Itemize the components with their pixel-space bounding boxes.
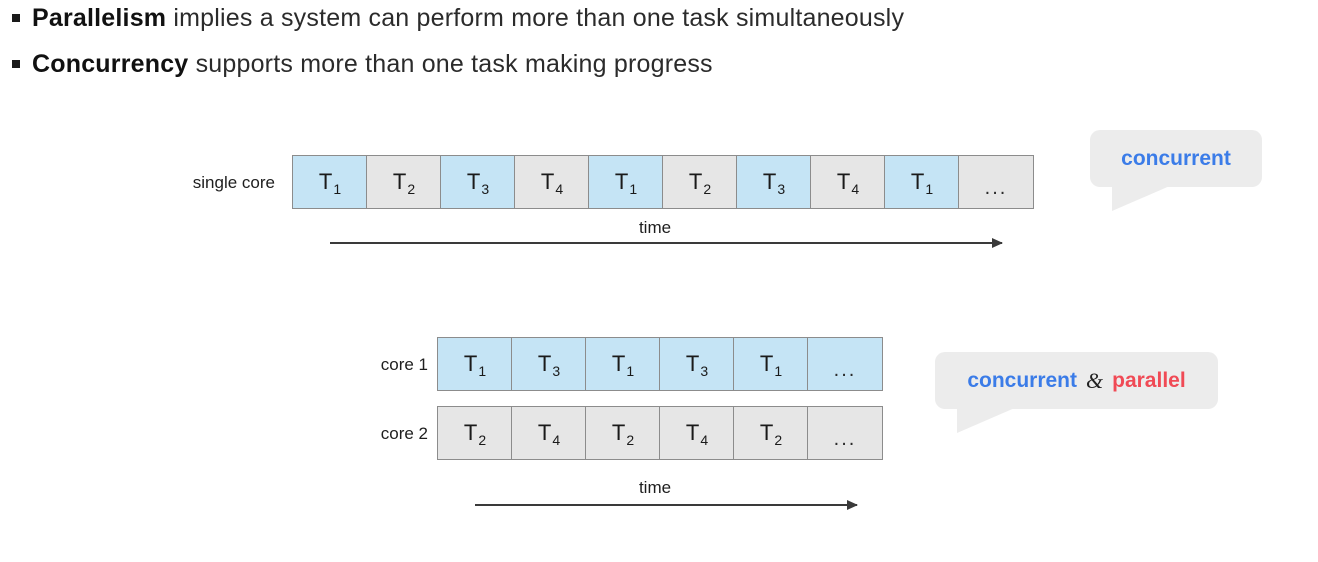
bullet-item-parallelism: Parallelism implies a system can perform… xyxy=(0,4,1318,50)
task-letter: T xyxy=(910,169,925,194)
task-letter: T xyxy=(762,169,777,194)
single-core-label: single core xyxy=(192,173,275,192)
task-index: 2 xyxy=(703,181,712,197)
callout-tail-icon xyxy=(957,407,1017,433)
task-index: 4 xyxy=(552,432,561,448)
task-letter: T xyxy=(614,169,629,194)
bullet-text: Parallelism implies a system can perform… xyxy=(32,4,904,33)
task-letter: T xyxy=(759,351,774,376)
task-index: 4 xyxy=(555,181,564,197)
task-index: 4 xyxy=(851,181,860,197)
task-index: 4 xyxy=(700,432,709,448)
task-index: 1 xyxy=(478,363,487,379)
arrow-head-icon xyxy=(847,500,858,510)
timeline-cell-ellipsis: ... xyxy=(808,338,882,390)
task-index: 3 xyxy=(700,363,709,379)
task-letter: T xyxy=(537,351,552,376)
callout-ampersand: & xyxy=(1086,367,1104,393)
task-index: 3 xyxy=(552,363,561,379)
bullet-rest-text: implies a system can perform more than o… xyxy=(166,4,905,32)
core-2-label: core 2 xyxy=(380,424,428,443)
task-index: 1 xyxy=(629,181,638,197)
task-letter: T xyxy=(685,351,700,376)
task-letter: T xyxy=(759,420,774,445)
task-letter: T xyxy=(685,420,700,445)
task-letter: T xyxy=(688,169,703,194)
timeline-cell-ellipsis: ... xyxy=(959,156,1033,208)
timeline-cell-ellipsis: ... xyxy=(808,407,882,459)
callout-parallel-text: parallel xyxy=(1112,368,1186,392)
task-letter: T xyxy=(611,420,626,445)
task-letter: T xyxy=(318,169,333,194)
task-index: 2 xyxy=(626,432,635,448)
task-index: 2 xyxy=(774,432,783,448)
task-index: 2 xyxy=(478,432,487,448)
callout-concurrent: concurrent xyxy=(1090,130,1262,211)
single-core-time-arrow xyxy=(330,238,1003,248)
bullet-lead-term: Concurrency xyxy=(32,50,189,78)
single-core-time-label: time xyxy=(638,218,672,237)
square-bullet-icon xyxy=(12,60,20,68)
task-letter: T xyxy=(611,351,626,376)
callout-concurrent-text: concurrent xyxy=(1121,146,1231,170)
task-index: 3 xyxy=(777,181,786,197)
task-letter: T xyxy=(540,169,555,194)
task-index: 1 xyxy=(925,181,934,197)
arrow-shaft xyxy=(475,504,857,506)
task-letter: T xyxy=(537,420,552,445)
task-index: 1 xyxy=(774,363,783,379)
task-letter: T xyxy=(392,169,407,194)
task-index: 1 xyxy=(626,363,635,379)
bullet-list: Parallelism implies a system can perform… xyxy=(0,4,1318,96)
core-1-label: core 1 xyxy=(380,355,428,374)
task-letter: T xyxy=(463,351,478,376)
task-index: 2 xyxy=(407,181,416,197)
callout-tail-icon xyxy=(1112,185,1172,211)
multi-core-time-label: time xyxy=(638,478,672,497)
task-index: 1 xyxy=(333,181,342,197)
callout-concurrent-text: concurrent xyxy=(967,368,1077,392)
task-letter: T xyxy=(463,420,478,445)
arrow-shaft xyxy=(330,242,1002,244)
task-index: 3 xyxy=(481,181,490,197)
bullet-lead-term: Parallelism xyxy=(32,4,167,32)
task-letter: T xyxy=(466,169,481,194)
bullet-rest-text: supports more than one task making progr… xyxy=(188,50,713,78)
callout-concurrent-parallel: concurrent & parallel xyxy=(935,352,1218,433)
task-letter: T xyxy=(836,169,851,194)
bullet-item-concurrency: Concurrency supports more than one task … xyxy=(0,50,1318,96)
bullet-text: Concurrency supports more than one task … xyxy=(32,50,713,79)
multi-core-time-arrow xyxy=(475,500,858,510)
arrow-head-icon xyxy=(992,238,1003,248)
square-bullet-icon xyxy=(12,14,20,22)
